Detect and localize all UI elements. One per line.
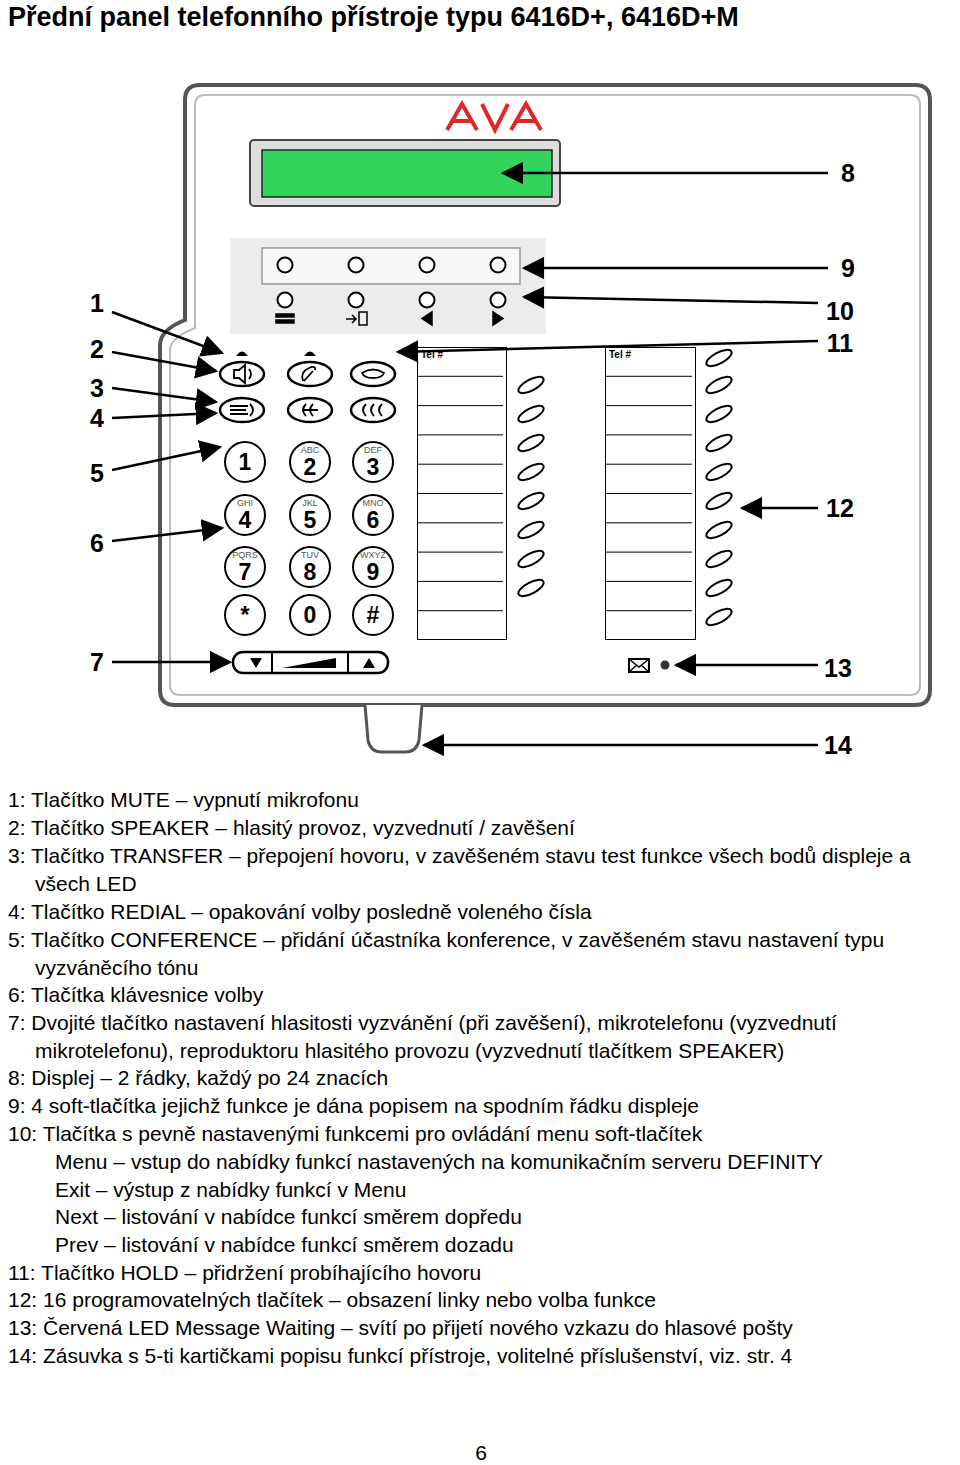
legend-item: 9: 4 soft-tlačítka jejichž funkce je dán…	[8, 1092, 955, 1120]
volume-button	[233, 652, 388, 673]
keypad-key: JKL5	[289, 494, 331, 536]
leader-lines	[112, 173, 828, 745]
legend-item: 10: Tlačítka s pevně nastavenými funkcem…	[8, 1120, 955, 1148]
key-letters: GHI	[226, 498, 264, 508]
label-card: Tel #	[605, 347, 696, 640]
menu-icons	[276, 312, 503, 325]
callout-number: 5	[90, 459, 104, 487]
legend-item: 6: Tlačítka klávesnice volby	[8, 981, 955, 1009]
keypad-key: PQRS7	[224, 546, 266, 588]
keypad-key: 1	[224, 441, 266, 483]
legend-item: 4: Tlačítko REDIAL – opakování volby pos…	[8, 898, 955, 926]
callout-number: 12	[826, 494, 854, 522]
brand-logo	[447, 104, 541, 130]
key-digit: 2	[291, 455, 329, 479]
programmable-buttons	[516, 347, 734, 629]
legend-item: 13: Červená LED Message Waiting – svítí …	[8, 1314, 955, 1342]
key-letters: TUV	[291, 550, 329, 560]
callout-number: 10	[826, 297, 854, 325]
phone-housing	[160, 85, 930, 705]
callout-number: 4	[90, 404, 104, 432]
key-digit: 4	[226, 508, 264, 532]
volume-divider	[272, 652, 348, 673]
callout-number: 8	[841, 159, 855, 187]
card-slot	[365, 705, 422, 752]
callout-number: 2	[90, 335, 104, 363]
legend-item: 11: Tlačítko HOLD – přidržení probíhajíc…	[8, 1259, 955, 1287]
keypad-key: #	[352, 594, 394, 636]
callout-number: 13	[824, 654, 852, 682]
softkey-panel	[230, 238, 546, 334]
key-letters: PQRS	[226, 550, 264, 560]
callout-number: 3	[90, 374, 104, 402]
key-letters: JKL	[291, 498, 329, 508]
callout-number: 1	[90, 289, 104, 317]
legend-item: 14: Zásuvka s 5-ti kartičkami popisu fun…	[8, 1342, 955, 1370]
legend-item: 2: Tlačítko SPEAKER – hlasitý provoz, vy…	[8, 814, 955, 842]
callout-number: 9	[841, 254, 855, 282]
callout-number: 6	[90, 529, 104, 557]
page-title: Přední panel telefonního přístroje typu …	[8, 1, 739, 33]
keypad-key: DEF3	[352, 441, 394, 483]
keypad-key: 0	[289, 594, 331, 636]
keypad-key: GHI4	[224, 494, 266, 536]
key-digit: 5	[291, 508, 329, 532]
legend-item: 12: 16 programovatelných tlačítek – obsa…	[8, 1286, 955, 1314]
callout-number: 11	[827, 329, 853, 357]
softkey-frame	[262, 248, 520, 284]
key-digit: 0	[291, 603, 329, 627]
envelope-icon	[629, 659, 649, 672]
key-digit: #	[354, 603, 392, 627]
legend-item: 5: Tlačítko CONFERENCE – přidání účastní…	[8, 926, 955, 981]
softkey-buttons	[278, 258, 506, 308]
label-card: Tel #	[417, 347, 507, 640]
function-buttons	[220, 362, 395, 422]
keypad-key: MNO6	[352, 494, 394, 536]
menu-function: Exit – výstup z nabídky funkcí v Menu	[55, 1176, 955, 1204]
key-digit: *	[226, 603, 264, 627]
key-letters: DEF	[354, 445, 392, 455]
key-digit: 9	[354, 560, 392, 584]
key-digit: 7	[226, 560, 264, 584]
key-letters: MNO	[354, 498, 392, 508]
page-number: 6	[475, 1441, 487, 1465]
key-digit: 3	[354, 455, 392, 479]
key-letters: ABC	[291, 445, 329, 455]
legend-item: 1: Tlačítko MUTE – vypnutí mikrofonu	[8, 786, 955, 814]
key-digit: 8	[291, 560, 329, 584]
key-letters: WXYZ	[354, 550, 392, 560]
keypad-key: WXYZ9	[352, 546, 394, 588]
menu-function: Menu – vstup do nabídky funkcí nastavený…	[55, 1148, 955, 1176]
card-dividers	[417, 376, 692, 610]
card-heading: Tel #	[418, 348, 506, 362]
legend-item: 8: Displej – 2 řádky, každý po 24 znacíc…	[8, 1064, 955, 1092]
keypad-key: TUV8	[289, 546, 331, 588]
volume-symbols	[250, 658, 375, 668]
keypad-key: *	[224, 594, 266, 636]
card-heading: Tel #	[606, 348, 695, 362]
callout-number: 14	[824, 731, 852, 759]
menu-function: Next – listování v nabídce funkcí směrem…	[55, 1203, 955, 1231]
menu-function: Prev – listování v nabídce funkcí směrem…	[55, 1231, 955, 1259]
legend-item: 7: Dvojité tlačítko nastavení hlasitosti…	[8, 1009, 955, 1064]
housing-rim	[170, 95, 920, 695]
callout-number: 7	[90, 648, 104, 676]
button-icons	[230, 353, 384, 417]
key-digit: 6	[354, 508, 392, 532]
legend-item: 3: Tlačítko TRANSFER – přepojení hovoru,…	[8, 842, 955, 897]
envelope-icon	[629, 659, 649, 672]
keypad-key: ABC2	[289, 441, 331, 483]
message-led	[661, 661, 670, 670]
key-digit: 1	[226, 450, 264, 474]
